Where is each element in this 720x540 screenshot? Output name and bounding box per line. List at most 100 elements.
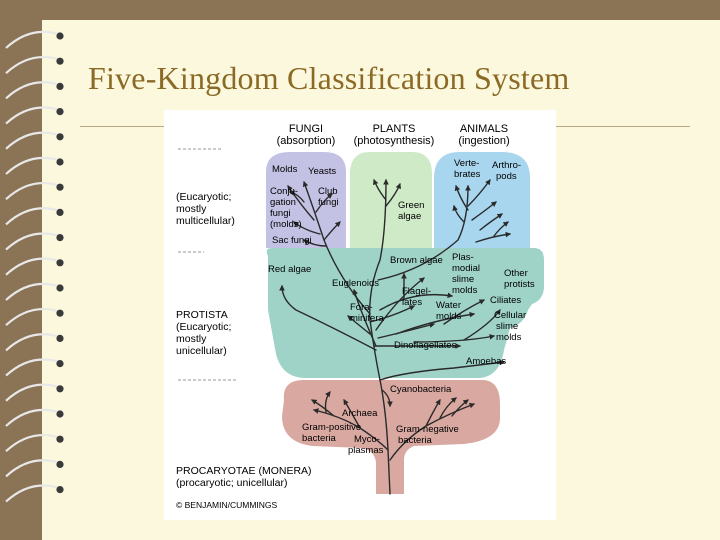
binding-hole bbox=[56, 183, 64, 191]
euglenoids-label: Euglenoids bbox=[332, 278, 379, 289]
conjugation-label-line: fungi bbox=[270, 208, 291, 219]
binding-hole bbox=[56, 410, 64, 418]
amoebas-label: Amoebas bbox=[466, 356, 506, 367]
spiral-ring bbox=[5, 333, 59, 352]
spiral-ring bbox=[5, 207, 59, 226]
binding-hole bbox=[56, 360, 64, 368]
yeasts-label: Yeasts bbox=[308, 166, 336, 177]
binding-hole bbox=[56, 208, 64, 216]
spiral-ring bbox=[5, 459, 59, 478]
mycoplasmas-label-line: Myco- bbox=[354, 434, 380, 445]
eucaryotic-multicellular-label: (Eucaryotic; mostly multicellular) bbox=[176, 191, 235, 227]
spiral-ring bbox=[5, 156, 59, 175]
binding-hole bbox=[56, 309, 64, 317]
arthropods-label-line: pods bbox=[496, 171, 517, 182]
foraminifera-label-line: minifera bbox=[350, 313, 385, 324]
foraminifera-label-line: Fora- bbox=[350, 302, 373, 313]
other-protists-label-line: protists bbox=[504, 279, 535, 290]
mycoplasmas-label-line: plasmas bbox=[348, 445, 384, 456]
spiral-ring bbox=[5, 181, 59, 201]
side-label-line: (Eucaryotic; bbox=[176, 191, 231, 203]
binding-hole bbox=[56, 334, 64, 342]
club-fungi-label-line: Club bbox=[318, 186, 338, 197]
binding-hole bbox=[56, 158, 64, 166]
flagellates-label-line: Flagel- bbox=[402, 286, 431, 297]
other-protists-label-line: Other bbox=[504, 268, 528, 279]
cellular-slime-label-line: slime bbox=[496, 321, 518, 332]
plasmodial-label-line: slime bbox=[452, 274, 474, 285]
phylogenetic-tree bbox=[279, 178, 512, 495]
binding-hole bbox=[56, 57, 64, 65]
sac-fungi-label: Sac fungi bbox=[272, 235, 312, 246]
spiral-ring bbox=[5, 106, 59, 125]
cellular-slime-label-line: molds bbox=[496, 332, 522, 343]
side-label-line: PROTISTA bbox=[176, 309, 228, 321]
protista-side-label: PROTISTA (Eucaryotic; mostly unicellular… bbox=[176, 309, 231, 357]
tree-diagram-svg: FUNGI (absorption) PLANTS (photosynthesi… bbox=[176, 123, 544, 510]
archaea-label: Archaea bbox=[342, 408, 378, 419]
spiral-ring bbox=[5, 383, 59, 402]
conjugation-label-line: gation bbox=[270, 197, 296, 208]
binding-hole bbox=[56, 234, 64, 242]
binding-hole bbox=[56, 133, 64, 141]
binding-hole bbox=[56, 32, 64, 40]
binding-hole bbox=[56, 284, 64, 292]
monera-groups: Cyanobacteria Archaea Gram-positive bact… bbox=[302, 384, 459, 456]
plants-groups: Green algae bbox=[398, 200, 424, 222]
water-molds-label-line: Water bbox=[436, 300, 461, 311]
animals-groups: Verte- brates Arthro- pods bbox=[454, 158, 521, 182]
spiral-ring bbox=[5, 484, 59, 503]
green-algae-label-line: algae bbox=[398, 211, 421, 222]
side-label-line: multicellular) bbox=[176, 215, 235, 227]
gram-positive-label-line: bacteria bbox=[302, 433, 337, 444]
gram-positive-label-line: Gram-positive bbox=[302, 422, 361, 433]
red-algae-label: Red algae bbox=[268, 264, 311, 275]
spiral-binding bbox=[5, 30, 64, 503]
side-label-line: (Eucaryotic; bbox=[176, 321, 231, 333]
plasmodial-label-line: Plas- bbox=[452, 252, 474, 263]
binding-hole bbox=[56, 486, 64, 494]
water-molds-label-line: molds bbox=[436, 311, 462, 322]
fungi-label: FUNGI bbox=[289, 123, 323, 135]
vertebrates-label-line: brates bbox=[454, 169, 481, 180]
gram-negative-label-line: bacteria bbox=[398, 435, 433, 446]
fungi-region bbox=[266, 152, 346, 248]
spiral-ring bbox=[5, 30, 59, 49]
spiral-ring bbox=[5, 358, 59, 377]
spiral-ring bbox=[5, 433, 59, 453]
protista-region bbox=[266, 248, 544, 378]
ciliates-label: Ciliates bbox=[490, 295, 521, 306]
binding-hole bbox=[56, 385, 64, 393]
binding-hole bbox=[56, 435, 64, 443]
tree-figure: FUNGI (absorption) PLANTS (photosynthesi… bbox=[164, 110, 556, 520]
spiral-ring bbox=[5, 131, 59, 150]
fungi-groups: Molds Yeasts Conju- gation fungi (molds)… bbox=[270, 164, 339, 246]
cellular-slime-label-line: Cellular bbox=[494, 310, 526, 321]
monera-side-label: PROCARYOTAE (MONERA) (procaryotic; unice… bbox=[176, 465, 312, 489]
spiral-ring bbox=[5, 257, 59, 276]
plants-label: PLANTS bbox=[373, 123, 416, 135]
binding-hole bbox=[56, 108, 64, 116]
cyanobacteria-label: Cyanobacteria bbox=[390, 384, 452, 395]
vertebrates-label-line: Verte- bbox=[454, 158, 479, 169]
brown-algae-label: Brown algae bbox=[390, 255, 443, 266]
side-label-line: mostly bbox=[176, 333, 207, 345]
spiral-ring bbox=[5, 81, 59, 100]
binding-hole bbox=[56, 82, 64, 90]
title-rule-left bbox=[80, 126, 164, 127]
molds-label: Molds bbox=[272, 164, 298, 175]
plants-mode-label: (photosynthesis) bbox=[354, 135, 435, 147]
animals-mode-label: (ingestion) bbox=[458, 135, 509, 147]
binding-hole bbox=[56, 259, 64, 267]
spiral-ring bbox=[5, 232, 59, 251]
binding-hole bbox=[56, 460, 64, 468]
fungi-mode-label: (absorption) bbox=[277, 135, 336, 147]
conjugation-label-line: Conju- bbox=[270, 186, 298, 197]
green-algae-label-line: Green bbox=[398, 200, 424, 211]
slide-title: Five-Kingdom Classification System bbox=[88, 60, 570, 96]
side-label-line: (procaryotic; unicellular) bbox=[176, 477, 287, 489]
flagellates-label-line: lates bbox=[402, 297, 422, 308]
spiral-ring bbox=[5, 408, 59, 427]
dinoflagellates-label: Dinoflagellates bbox=[394, 340, 457, 351]
